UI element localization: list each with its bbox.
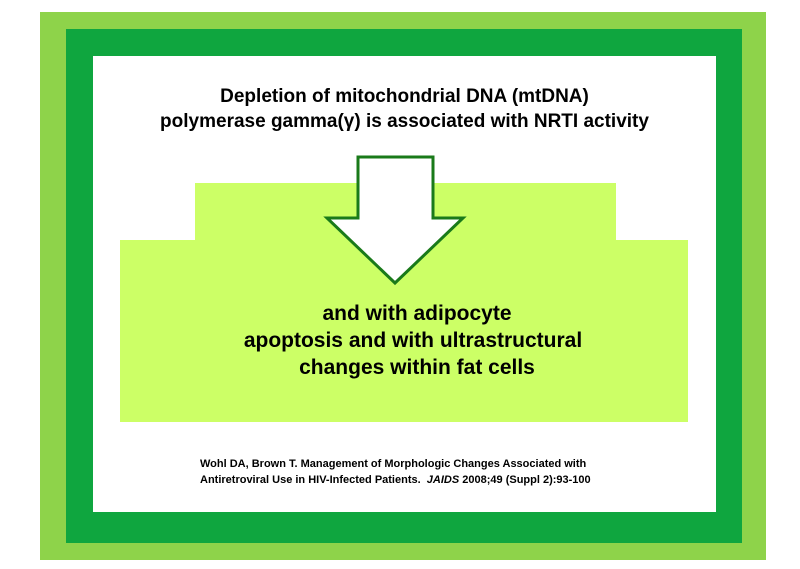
headline-line-1: Depletion of mitochondrial DNA (mtDNA) xyxy=(220,86,589,107)
citation-volume: 2008;49 (Suppl 2):93-100 xyxy=(462,474,591,486)
down-arrow-icon xyxy=(323,155,467,286)
headline: Depletion of mitochondrial DNA (mtDNA) p… xyxy=(93,84,716,134)
result-line-2: apoptosis and with ultrastructural xyxy=(243,329,583,352)
result-line-1: and with adipocyte xyxy=(322,302,512,325)
citation-line-1: Wohl DA, Brown T. Management of Morpholo… xyxy=(200,458,587,470)
headline-line-2: polymerase gamma(γ) is associated with N… xyxy=(160,111,649,132)
citation-title-end: Antiretroviral Use in HIV-Infected Patie… xyxy=(200,474,421,486)
result-text: and with adipocyte apoptosis and with ul… xyxy=(120,300,690,381)
citation-journal: JAIDS xyxy=(426,474,460,486)
citation: Wohl DA, Brown T. Management of Morpholo… xyxy=(200,456,660,488)
citation-line-2: Antiretroviral Use in HIV-Infected Patie… xyxy=(200,472,660,488)
result-line-3: changes within fat cells xyxy=(299,356,535,379)
step-box xyxy=(120,183,688,422)
